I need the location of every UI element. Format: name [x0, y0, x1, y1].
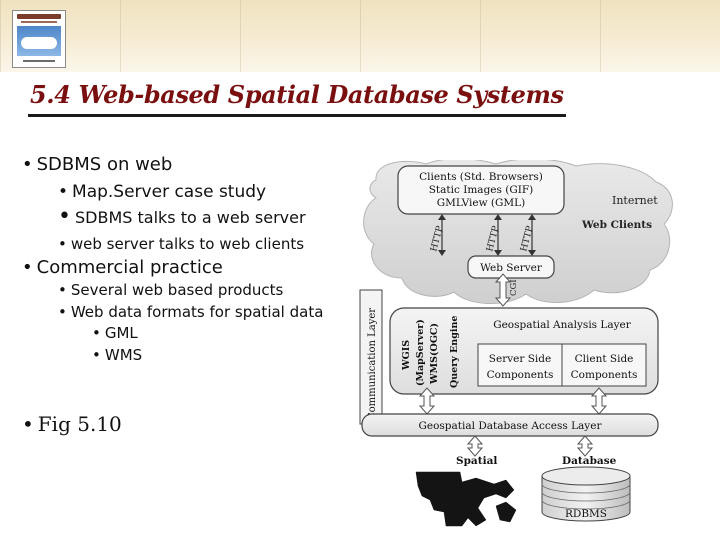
- communication-layer-label: Communication Layer: [367, 308, 378, 420]
- web-server-box: [467, 255, 555, 279]
- cgi-label: CGI: [509, 279, 519, 296]
- bullet-text: GML: [104, 324, 138, 342]
- cover-cloud: [21, 37, 57, 49]
- bullet-dot: •: [58, 235, 67, 253]
- mapserver-label: (MapServer): [415, 319, 426, 386]
- architecture-diagram: Clients (Std. Browsers) Static Images (G…: [359, 160, 673, 527]
- access-database-arrow: [576, 435, 594, 457]
- database-access-layer-box: [361, 413, 659, 437]
- web-clients-label: Web Clients: [581, 219, 652, 231]
- clients-box: [397, 165, 565, 215]
- rdbms-cylinder: [541, 466, 631, 522]
- wms-ogc-label: WMS(OGC): [429, 323, 440, 385]
- client-side-line-2: Components: [571, 369, 638, 381]
- bullet-text: SDBMS on web: [36, 154, 173, 175]
- wgis-label: WGIS: [401, 340, 412, 371]
- spatial-label: Spatial: [456, 455, 497, 467]
- bullet-text: Commercial practice: [36, 257, 223, 278]
- bullet-dot: •: [92, 346, 101, 364]
- geospatial-analysis-label: Geospatial Analysis Layer: [493, 319, 632, 331]
- bullet-text: Web data formats for spatial data: [70, 303, 324, 321]
- bullet-text: SDBMS talks to a web server: [74, 208, 306, 227]
- database-access-layer-label: Geospatial Database Access Layer: [419, 420, 603, 432]
- cover-title-bar: [17, 14, 61, 19]
- bullet-web-products: •Several web based products: [58, 281, 283, 299]
- bullet-gml: •GML: [92, 324, 138, 342]
- bullet-text: Several web based products: [70, 281, 284, 299]
- database-label: Database: [562, 455, 617, 467]
- bullet-dot: •: [58, 204, 71, 229]
- bullet-text: WMS: [104, 346, 143, 364]
- analysis-access-arrow-right: [590, 387, 608, 415]
- clients-line-3: GMLView (GML): [437, 197, 525, 209]
- bullet-mapserver: •Map.Server case study: [58, 182, 266, 202]
- bullet-fig: •Fig 5.10: [22, 412, 122, 436]
- bullet-sdbms-on-web: •SDBMS on web: [22, 154, 172, 175]
- http-connector-3: HTTP: [519, 214, 536, 256]
- slide-title: 5.4 Web-based Spatial Database Systems: [30, 80, 564, 109]
- client-side-line-1: Client Side: [575, 353, 634, 365]
- bullet-text: Map.Server case study: [72, 182, 267, 202]
- cover-footer-bar: [23, 60, 55, 62]
- bullet-dot: •: [22, 412, 34, 436]
- bullet-web-formats: •Web data formats for spatial data: [58, 303, 323, 321]
- bullet-dot: •: [92, 324, 101, 342]
- access-spatial-arrow: [466, 435, 484, 457]
- server-side-line-2: Components: [487, 369, 554, 381]
- http-connector-2: HTTP: [485, 214, 502, 256]
- server-side-line-1: Server Side: [489, 353, 551, 365]
- bullet-dot: •: [22, 257, 33, 278]
- clients-line-1: Clients (Std. Browsers): [419, 171, 543, 183]
- clients-line-2: Static Images (GIF): [429, 184, 534, 196]
- query-engine-label: Query Engine: [449, 316, 460, 388]
- bullet-dot: •: [58, 303, 67, 321]
- book-cover-logo: [12, 10, 66, 68]
- internet-label: Internet: [612, 194, 658, 207]
- bullet-dot: •: [58, 281, 67, 299]
- bullet-sdbms-talks: •SDBMS talks to a web server: [58, 204, 306, 229]
- bullet-dot: •: [58, 182, 69, 202]
- bullet-wms: •WMS: [92, 346, 142, 364]
- cgi-arrow: CGI: [494, 273, 519, 307]
- cover-subtitle-bar: [21, 21, 57, 23]
- bullet-webserver-talks: •web server talks to web clients: [58, 235, 304, 253]
- rdbms-label: RDBMS: [565, 508, 607, 520]
- analysis-access-arrow-left: [418, 387, 436, 415]
- bullet-text: Fig 5.10: [37, 412, 122, 436]
- bullet-commercial: •Commercial practice: [22, 257, 223, 278]
- web-server-label: Web Server: [480, 262, 543, 274]
- title-underline: [28, 114, 566, 117]
- bullet-dot: •: [22, 154, 33, 175]
- http-connector-1: HTTP: [429, 214, 446, 256]
- map-silhouette: [415, 471, 517, 527]
- header-banner: [0, 0, 720, 72]
- bullet-text: web server talks to web clients: [70, 235, 305, 253]
